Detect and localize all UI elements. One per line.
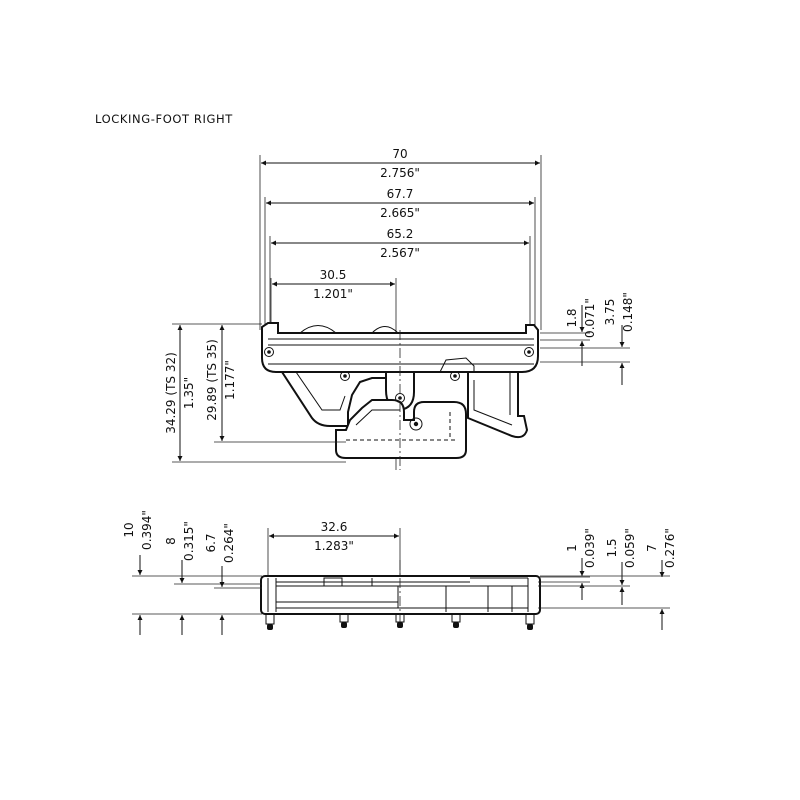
- dim-1-in: 0.039": [583, 528, 597, 568]
- dim-height-ts32: 34.29 (TS 32) 1.35": [164, 323, 346, 463]
- dim-1-5-mm: 1.5: [605, 538, 619, 557]
- dim-1-mm: 1: [565, 544, 579, 552]
- dim-30-5-mm: 30.5: [320, 268, 347, 282]
- dim-ts35-in: 1.177": [223, 360, 237, 400]
- dim-width-70: 70 2.756": [259, 147, 542, 330]
- dim-30-5-in: 1.201": [313, 287, 353, 301]
- dim-1-8-in: 0.071": [583, 298, 597, 338]
- dim-height-1-5: 1.5 0.059": [538, 528, 637, 605]
- dim-ts32-mm: 34.29 (TS 32): [164, 352, 178, 434]
- dim-width-32-6: 32.6 1.283": [267, 520, 401, 578]
- dim-6-7-in: 0.264": [222, 523, 236, 563]
- side-view: 32.6 1.283": [122, 510, 677, 635]
- side-profile: [260, 560, 541, 630]
- dim-65-2-in: 2.567": [380, 246, 420, 260]
- dim-width-67-7: 67.7 2.665": [264, 187, 536, 330]
- dim-65-2-mm: 65.2: [387, 227, 414, 241]
- dim-ts32-in: 1.35": [182, 377, 196, 409]
- dim-70-in: 2.756": [380, 166, 420, 180]
- dim-6-7-mm: 6.7: [204, 533, 218, 552]
- dim-7-in: 0.276": [663, 528, 677, 568]
- dim-height-6-7: 6.7 0.264": [204, 523, 262, 635]
- dim-1-5-in: 0.059": [623, 528, 637, 568]
- dim-offset-3-75: 3.75 0.148": [540, 292, 635, 385]
- dim-10-mm: 10: [122, 522, 136, 537]
- dim-3-75-in: 0.148": [621, 292, 635, 332]
- dim-67-7-in: 2.665": [380, 206, 420, 220]
- dim-7-mm: 7: [645, 544, 659, 552]
- dim-height-8: 8 0.315": [164, 521, 262, 635]
- dim-ts35-mm: 29.89 (TS 35): [205, 339, 219, 421]
- dim-height-7: 7 0.276": [538, 528, 677, 630]
- dim-3-75-mm: 3.75: [603, 299, 617, 326]
- drawing-title: LOCKING-FOOT RIGHT: [95, 112, 233, 126]
- din-rail-foot-profile: [261, 322, 539, 470]
- dim-1-8-mm: 1.8: [565, 308, 579, 327]
- dim-offset-1-8: 1.8 0.071": [540, 298, 597, 366]
- dim-height-ts35: 29.89 (TS 35) 1.177": [205, 325, 346, 443]
- dim-height-1: 1 0.039": [538, 528, 597, 600]
- pins: [265, 614, 535, 630]
- top-view: 70 2.756" 67.7 2.665" 65.2 2.567" 30.5 1…: [164, 147, 635, 470]
- dim-10-in: 0.394": [140, 510, 154, 550]
- dim-8-in: 0.315": [182, 521, 196, 561]
- dim-32-6-in: 1.283": [314, 539, 354, 553]
- dim-8-mm: 8: [164, 537, 178, 545]
- dim-67-7-mm: 67.7: [387, 187, 414, 201]
- dim-height-10: 10 0.394": [122, 510, 262, 635]
- dim-70-mm: 70: [392, 147, 407, 161]
- dim-width-65-2: 65.2 2.567": [269, 227, 531, 330]
- dim-32-6-mm: 32.6: [321, 520, 348, 534]
